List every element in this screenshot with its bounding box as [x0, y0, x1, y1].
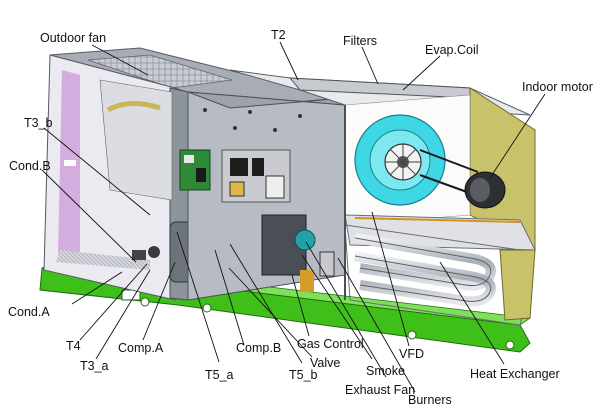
label-t3-b: T3_b — [24, 116, 53, 130]
label-outdoor-fan: Outdoor fan — [40, 31, 107, 45]
label-heat-exchanger: Heat Exchanger — [470, 367, 560, 381]
leader-lines — [41, 41, 546, 393]
label-t5-a: T5_a — [205, 368, 234, 382]
label-t4: T4 — [66, 339, 81, 353]
label-indoor-motor: Indoor motor — [522, 80, 593, 94]
label-gas-control: Gas Control — [297, 337, 364, 351]
label-comp-b: Comp.B — [236, 341, 282, 355]
label-cond-a: Cond.A — [8, 305, 50, 319]
label-smoke: Smoke — [366, 364, 405, 378]
label-valve: Valve — [310, 356, 341, 370]
label-burners: Burners — [408, 393, 452, 407]
control-section — [179, 91, 346, 301]
label-evap-coil: Evap.Coil — [425, 43, 479, 57]
label-cond-b: Cond.B — [9, 159, 51, 173]
label-filters: Filters — [343, 34, 378, 48]
label-vfd: VFD — [399, 347, 424, 361]
label-exhaust-fan: Exhaust Fan — [345, 383, 416, 397]
label-t5-b: T5_b — [289, 368, 318, 382]
label-t3-a: T3_a — [80, 359, 109, 373]
indoor-section — [229, 69, 536, 326]
label-t2: T2 — [271, 28, 286, 42]
label-comp-a: Comp.A — [118, 341, 164, 355]
